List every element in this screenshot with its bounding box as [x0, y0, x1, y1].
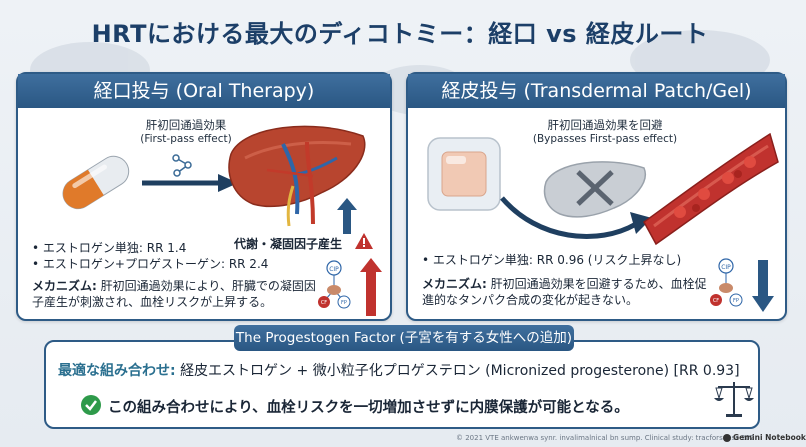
- footer-citation: © 2021 VTE ankwenwa synr. invalimalnical…: [456, 434, 755, 442]
- bypassed-liver-icon: [543, 161, 646, 218]
- capsule-pill-icon: [62, 155, 130, 210]
- oral-bullet: • エストロゲン単独: RR 1.4: [32, 241, 187, 255]
- liver-icon: [228, 125, 366, 227]
- warning-icon: [355, 233, 373, 249]
- trans-marker-cf: CF: [713, 298, 719, 304]
- transdermal-panel: 経皮投与 (Transdermal Patch/Gel) 肝初回通過効果を回避 …: [406, 72, 787, 321]
- oral-marker-cf: CF: [321, 300, 327, 306]
- oral-up-arrow-icon: [337, 198, 357, 234]
- coagulation-factors-normal-icon: CIP CF FP: [710, 258, 774, 312]
- trans-marker-cip: CIP: [721, 264, 731, 271]
- avoid-first-pass-label: 肝初回通過効果を回避: [547, 118, 663, 132]
- blood-vessel-icon: [643, 132, 779, 246]
- optimal-combination: 最適な組み合わせ: 経皮エストロゲン + 微小粒子化プロゲステロン (Micro…: [58, 360, 740, 380]
- progestogen-factor-tab: The Progestogen Factor (子宮を有する女性への追加): [234, 325, 574, 351]
- bypass-arrow-icon: [500, 196, 652, 240]
- oral-marker-fp: FP: [341, 300, 347, 306]
- oral-arrow-icon: [142, 174, 238, 192]
- oral-first-pass-label: 肝初回通過効果: [145, 118, 227, 132]
- brand-label: Gemini Notebook: [723, 433, 806, 442]
- oral-first-pass-sub: (First-pass effect): [140, 133, 232, 145]
- transdermal-mechanism: メカニズム: 肝初回通過効果を回避するため、血栓促進的なタンパク合成の変化が起き…: [422, 277, 707, 307]
- balance-scale-icon: [714, 382, 754, 417]
- transdermal-bullet: • エストロゲン単独: RR 0.96 (リスク上昇なし): [422, 253, 682, 267]
- combo-text: 経皮エストロゲン + 微小粒子化プロゲステロン (Micronized prog…: [180, 363, 740, 379]
- combo-label: 最適な組み合わせ:: [58, 363, 176, 379]
- brand-logo-icon: [723, 434, 731, 442]
- avoid-first-pass-sub: (Bypasses First-pass effect): [532, 133, 678, 145]
- oral-panel-header: 経口投与 (Oral Therapy): [18, 74, 390, 108]
- oral-marker-cip: CIP: [329, 266, 339, 273]
- result-statement: この組み合わせにより、血栓リスクを一切増加させずに内膜保護が可能となる。: [108, 400, 629, 416]
- oral-mechanism: メカニズム: 肝初回通過効果により、肝臓での凝固因子産生が刺激され、血栓リスクが…: [32, 279, 316, 309]
- page-title: HRTにおける最大のディコトミー：経口 vs 経皮ルート: [91, 20, 709, 48]
- oral-panel: 経口投与 (Oral Therapy) 肝初回通過効果 (First-pass …: [16, 72, 392, 321]
- network-node-icon: [172, 154, 192, 177]
- transdermal-panel-header: 経皮投与 (Transdermal Patch/Gel): [408, 74, 785, 108]
- oral-warning-label: 代謝・凝固因子産生: [234, 237, 343, 251]
- coagulation-factors-icon: CIP CF FP: [318, 258, 382, 316]
- check-circle-icon: [81, 395, 101, 415]
- skin-patch-icon: [427, 137, 501, 211]
- oral-bullet: • エストロゲン+プロゲストーゲン: RR 2.4: [32, 257, 269, 271]
- trans-marker-fp: FP: [733, 298, 739, 304]
